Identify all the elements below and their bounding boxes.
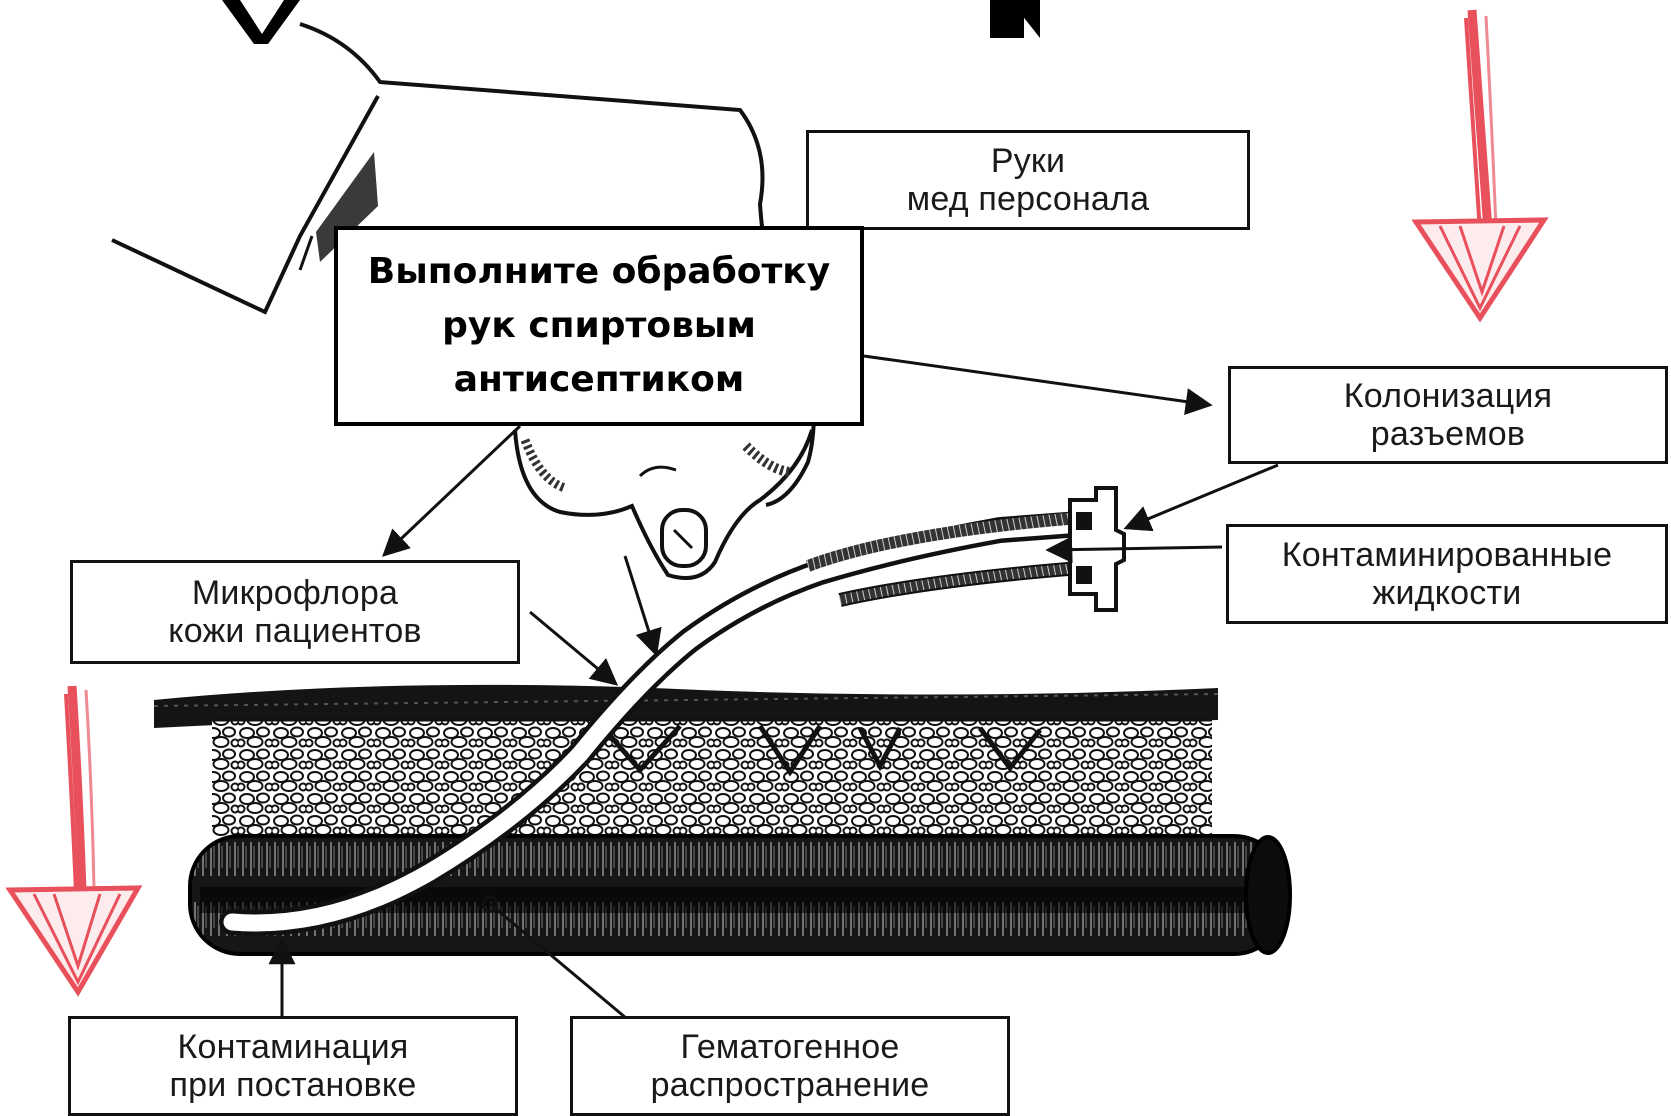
- label-fluids-box: Контаминированные жидкости: [1226, 524, 1668, 624]
- label-colonization-line-1: Колонизация: [1344, 377, 1552, 415]
- skin-layers: [154, 685, 1218, 836]
- callout-line-1: Выполните обработку: [368, 245, 830, 299]
- label-hands-box: Руки мед персонала: [806, 130, 1250, 230]
- antiseptic-instruction-callout: Выполните обработку рук спиртовым антисе…: [334, 226, 864, 426]
- label-fluids-line-1: Контаминированные: [1282, 536, 1612, 574]
- label-fluids-line-2: жидкости: [1373, 574, 1522, 612]
- label-hematogenous-line-2: распространение: [651, 1066, 930, 1104]
- callout-line-3: антисептиком: [454, 353, 745, 407]
- cropped-title-fragment: [222, 0, 1040, 44]
- label-colonization-box: Колонизация разъемов: [1228, 366, 1668, 464]
- label-colonization-line-2: разъемов: [1371, 415, 1525, 453]
- label-skin-flora-box: Микрофлора кожи пациентов: [70, 560, 520, 664]
- label-insertion-box: Контаминация при постановке: [68, 1016, 518, 1116]
- label-skin-flora-line-2: кожи пациентов: [168, 612, 421, 650]
- red-arrow-left: [10, 686, 138, 992]
- red-arrow-right: [1416, 10, 1544, 318]
- label-insertion-line-1: Контаминация: [178, 1028, 409, 1066]
- label-hematogenous-box: Гематогенное распространение: [570, 1016, 1010, 1116]
- label-hands-line-2: мед персонала: [907, 180, 1149, 218]
- callout-line-2: рук спиртовым: [442, 299, 756, 353]
- label-hands-line-1: Руки: [991, 142, 1065, 180]
- label-insertion-line-2: при постановке: [170, 1066, 417, 1104]
- label-skin-flora-line-1: Микрофлора: [192, 574, 398, 612]
- label-hematogenous-line-1: Гематогенное: [680, 1028, 899, 1066]
